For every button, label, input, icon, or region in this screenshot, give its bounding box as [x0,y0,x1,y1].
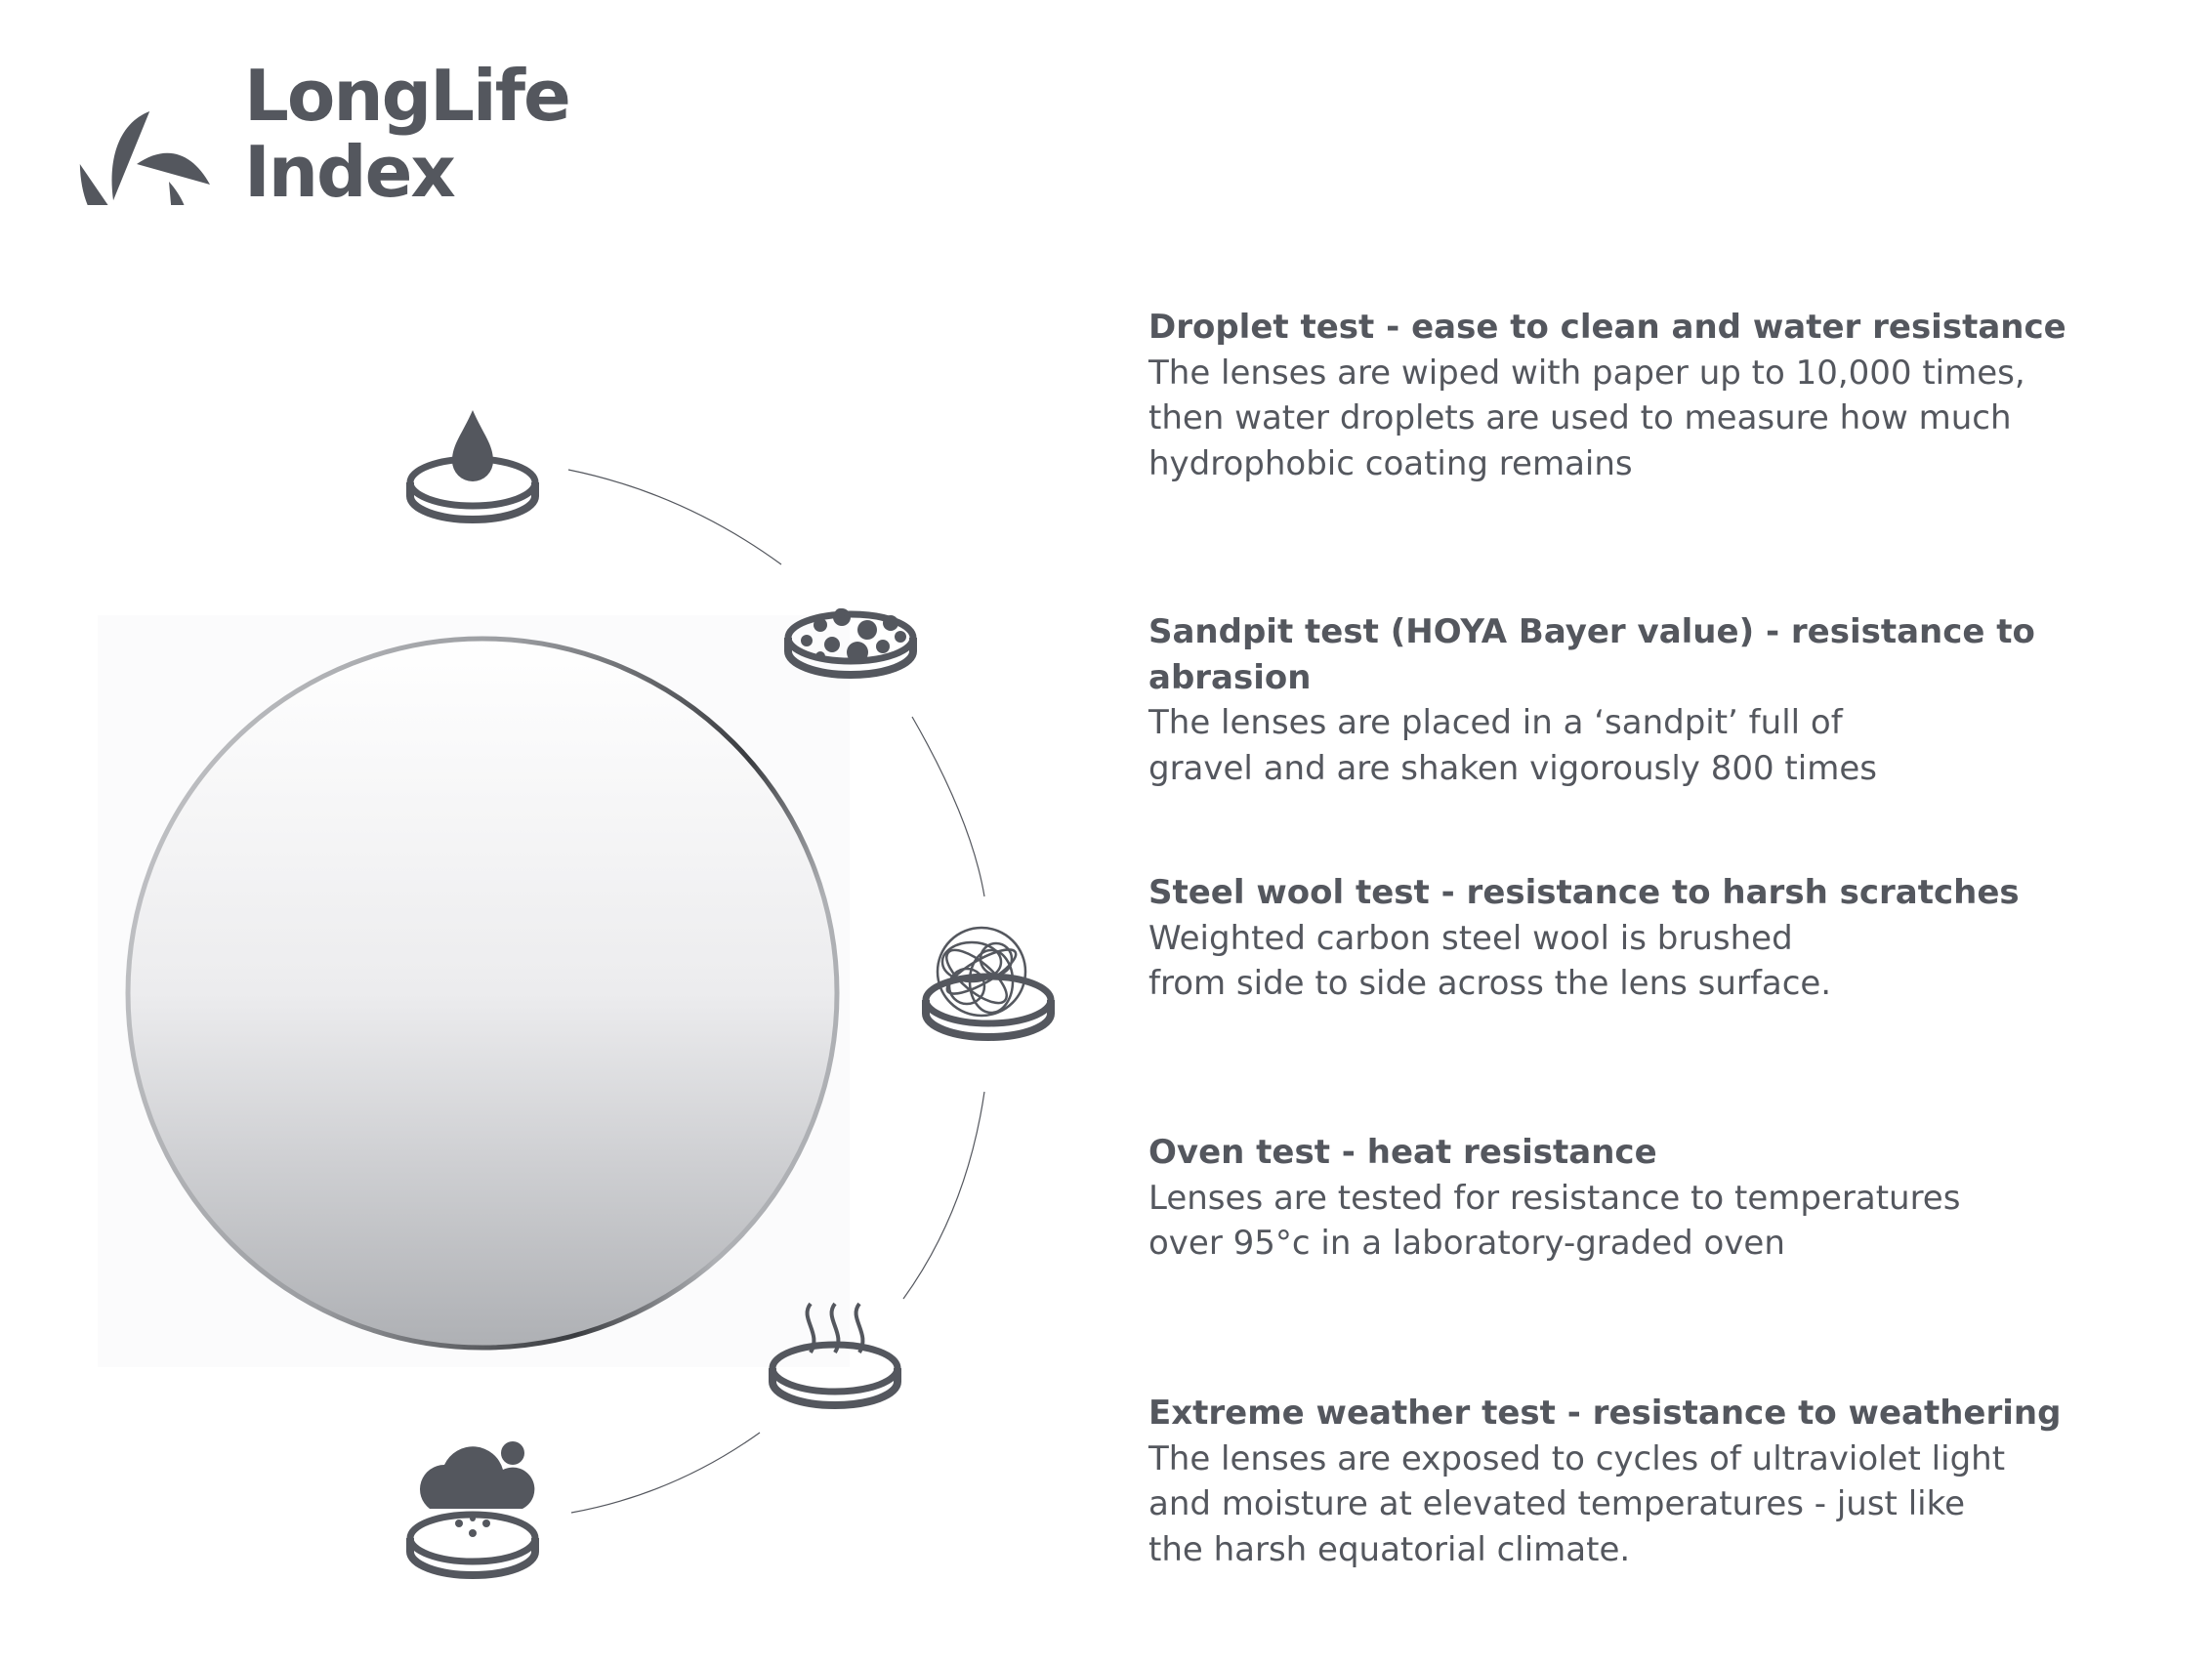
logo: LongLife Index [59,49,605,213]
test-text-line: The lenses are wiped with paper up to 10… [1148,353,2025,393]
test-description: Droplet test - ease to clean and water r… [1148,305,2203,486]
test-title: Oven test - heat resistance [1148,1133,1657,1172]
droplet-icon [452,410,493,481]
sandpit-icon [801,608,906,663]
test-text-line: Lenses are tested for resistance to temp… [1148,1178,1961,1218]
lens-circle [125,636,840,1351]
test-description: Steel wool test - resistance to harsh sc… [1148,870,2203,1007]
test-text-line: The lenses are placed in a ‘sandpit’ ful… [1148,703,1843,742]
test-text-line: gravel and are shaken vigorously 800 tim… [1148,748,1877,788]
test-title: Droplet test - ease to clean and water r… [1148,308,2066,347]
test-description: Extreme weather test - resistance to wea… [1148,1391,2203,1572]
test-text-line: Weighted carbon steel wool is brushed [1148,918,1793,958]
test-title: Extreme weather test - resistance to wea… [1148,1394,2062,1433]
test-title: Steel wool test - resistance to harsh sc… [1148,873,2020,912]
test-description: Sandpit test (HOYA Bayer value) - resist… [1148,609,2203,791]
connector-arcs [567,469,985,1514]
dish-icon [769,1341,901,1409]
oven-heat-icon [805,1302,865,1354]
test-text-line: hydrophobic coating remains [1148,443,1633,483]
dish-icon [784,610,917,679]
steel-wool-icon [936,926,1027,1018]
dish-icon [406,1511,539,1579]
dish-icon [922,973,1055,1041]
test-text-line: The lenses are exposed to cycles of ultr… [1148,1438,2006,1478]
test-text-line: then water droplets are used to measure … [1148,398,2012,437]
test-text-line: from side to side across the lens surfac… [1148,964,1832,1003]
weather-icon [420,1441,535,1537]
test-text-line: and moisture at elevated temperatures - … [1148,1484,1965,1523]
brand-name-line1: LongLife [244,55,571,137]
lens-illustration [125,410,1055,1579]
pinwheel-logo-icon [79,111,211,205]
test-text-line: over 95°c in a laboratory-graded oven [1148,1224,1785,1263]
brand-name-line2: Index [244,131,456,213]
test-title: Sandpit test (HOYA Bayer value) - resist… [1148,612,2035,697]
test-text-line: the harsh equatorial climate. [1148,1529,1631,1569]
